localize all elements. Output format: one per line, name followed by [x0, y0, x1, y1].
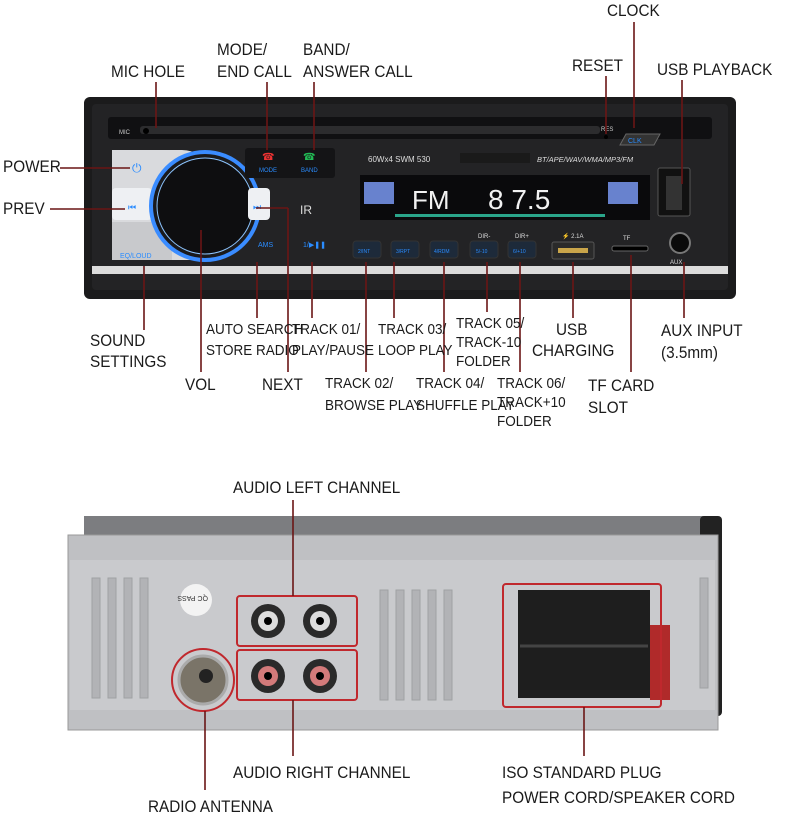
label-reset: RESET: [572, 56, 624, 75]
label-track04: TRACK 04/: [416, 375, 485, 392]
display-frequency: 8 7.5: [488, 184, 550, 215]
svg-text:BT/APE/WAV/WMA/MP3/FM: BT/APE/WAV/WMA/MP3/FM: [537, 155, 634, 164]
iso-connector: [518, 590, 650, 698]
preset-buttons: 2/INT 3/RPT 4/RDM 5/-10 6/+10: [352, 240, 537, 259]
mic-hole: [143, 128, 149, 134]
callout-lines-back: [204, 500, 585, 790]
label-sound-settings: SETTINGS: [90, 352, 167, 371]
label-vol: VOL: [185, 375, 216, 394]
display-band: FM: [412, 185, 450, 215]
res-label: RES: [601, 127, 613, 133]
label-audio-left: AUDIO LEFT CHANNEL: [233, 478, 401, 497]
rca-jacks: [251, 604, 337, 693]
svg-text:5/-10: 5/-10: [476, 249, 488, 255]
svg-text:1/▶❚❚: 1/▶❚❚: [303, 241, 326, 249]
svg-text:DIR+: DIR+: [515, 234, 529, 240]
end-call-icon: ☎: [262, 152, 274, 163]
label-tf-card: TF CARD: [588, 376, 655, 395]
reset-hole: [604, 135, 608, 139]
svg-text:4/RDM: 4/RDM: [434, 249, 450, 255]
label-answer-call: ANSWER CALL: [303, 62, 413, 81]
label-clock: CLOCK: [607, 1, 660, 20]
svg-text:TF: TF: [623, 236, 631, 242]
label-end-call: END CALL: [217, 62, 292, 81]
svg-text:60Wx4 SWM 530: 60Wx4 SWM 530: [368, 155, 431, 164]
label-power: POWER: [3, 157, 61, 176]
label-play-pause: PLAY/PAUSE: [292, 342, 375, 359]
label-folder-minus: FOLDER: [456, 353, 511, 370]
aux-jack: [669, 232, 691, 254]
lcd-display: [360, 175, 650, 220]
svg-text:⚡ 2.1A: ⚡ 2.1A: [562, 232, 583, 240]
svg-text:QC PASS: QC PASS: [177, 594, 208, 601]
power-icon: ⏻: [132, 161, 142, 175]
svg-text:2/INT: 2/INT: [358, 249, 370, 255]
label-track-10: TRACK-10: [456, 334, 522, 351]
eq-label: EQ/LOUD: [120, 253, 152, 260]
label-shuffle-play: SHUFFLE PLAY: [416, 397, 515, 414]
label-power-speaker-cord: POWER CORD/SPEAKER CORD: [502, 788, 735, 807]
svg-text:3/RPT: 3/RPT: [396, 249, 410, 255]
label-prev: PREV: [3, 199, 45, 218]
svg-text:AUX: AUX: [670, 260, 682, 266]
label-browse-play: BROWSE PLAY: [325, 397, 423, 414]
label-track+10: TRACK+10: [497, 394, 566, 411]
label-aux-input: AUX INPUT: [661, 321, 743, 340]
ir-receiver: IR: [300, 203, 312, 217]
label-aux-size: (3.5mm): [661, 343, 718, 362]
label-track06: TRACK 06/: [497, 375, 566, 392]
svg-text:DIR-: DIR-: [478, 234, 490, 240]
label-iso-plug: ISO STANDARD PLUG: [502, 763, 662, 782]
label-slot: SLOT: [588, 398, 628, 417]
mic-label: MIC: [119, 130, 131, 136]
svg-text:MODE: MODE: [259, 168, 277, 174]
radio-front-panel: MIC RES CLK ⏻ ⏮ EQ/LOUD ⏭ ☎ MODE ☎ BAND …: [84, 97, 736, 299]
svg-text:6/+10: 6/+10: [513, 249, 526, 255]
label-band: BAND/: [303, 40, 350, 59]
qc-pass-sticker: [180, 584, 212, 616]
label-folder-plus: FOLDER: [497, 413, 552, 430]
radio-back-panel: QC PASS: [67, 516, 722, 731]
label-track01: TRACK 01/: [292, 321, 361, 338]
label-sound: SOUND: [90, 331, 146, 350]
label-track02: TRACK 02/: [325, 375, 394, 392]
label-track05: TRACK 05/: [456, 315, 525, 332]
label-auto-search: AUTO SEARCH: [206, 321, 304, 338]
label-track03: TRACK 03/: [378, 321, 447, 338]
label-audio-right: AUDIO RIGHT CHANNEL: [233, 763, 411, 782]
prev-icon: ⏮: [128, 202, 136, 212]
clk-label: CLK: [628, 138, 642, 145]
label-loop-play: LOOP PLAY: [378, 342, 453, 359]
svg-text:AMS: AMS: [258, 242, 274, 249]
next-icon: ⏭: [253, 202, 261, 212]
tf-card-slot: [611, 245, 649, 252]
answer-call-icon: ☎: [303, 152, 315, 163]
label-mode: MODE/: [217, 40, 268, 59]
label-store-radio: STORE RADIO: [206, 342, 299, 359]
label-radio-antenna: RADIO ANTENNA: [148, 797, 273, 816]
label-usb-playback: USB PLAYBACK: [657, 60, 773, 79]
label-mic-hole: MIC HOLE: [111, 62, 185, 81]
label-next: NEXT: [262, 375, 303, 394]
callout-lines-front: [50, 22, 685, 372]
svg-text:BAND: BAND: [301, 168, 318, 174]
label-charging: CHARGING: [532, 341, 615, 360]
label-usb: USB: [556, 320, 588, 339]
